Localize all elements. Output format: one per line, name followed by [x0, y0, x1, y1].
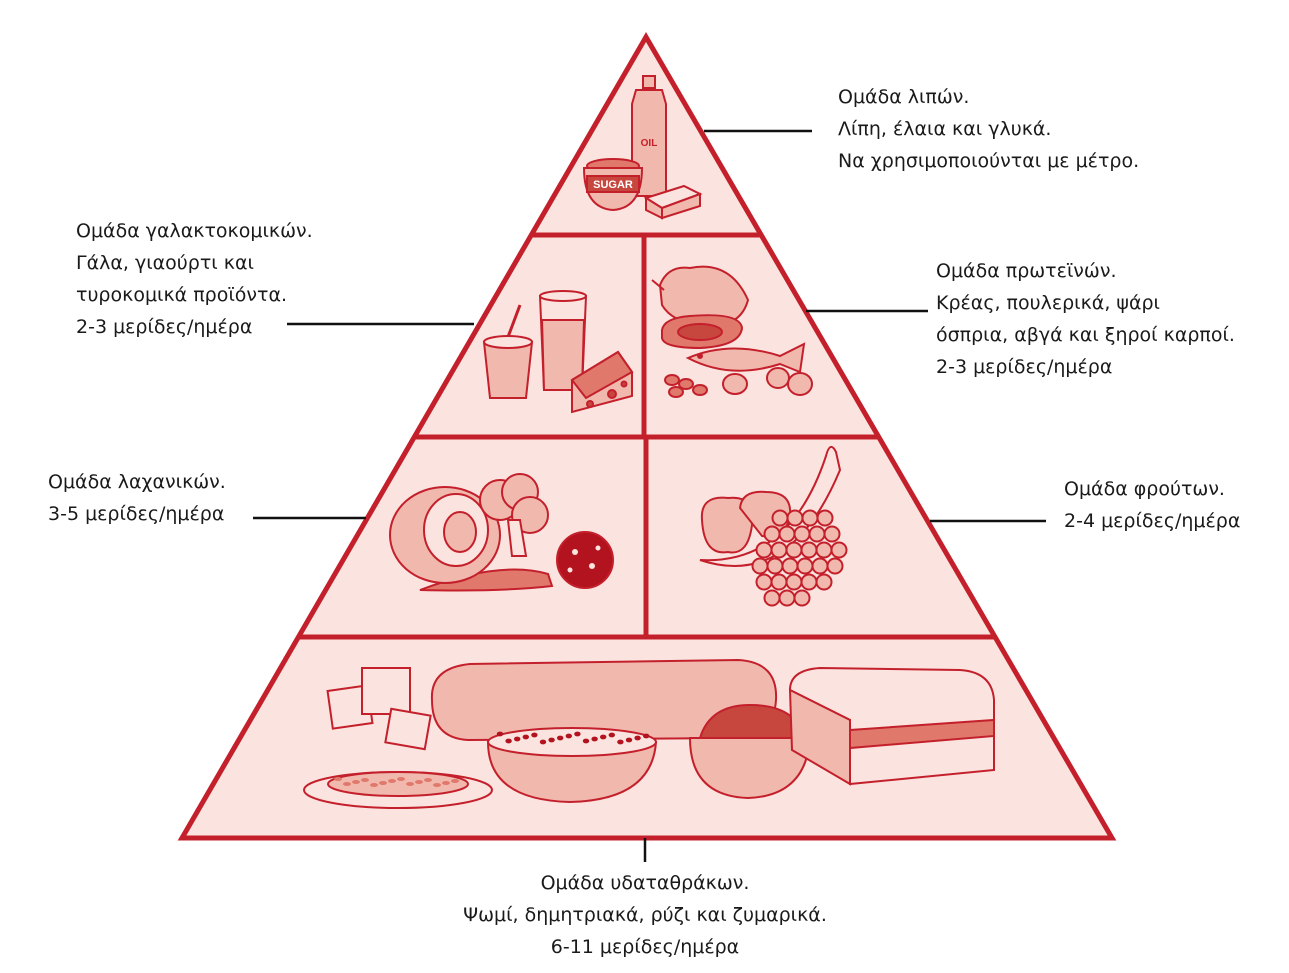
- grape: [795, 591, 810, 606]
- dairy-title: Ομάδα γαλακτοκομικών.: [76, 216, 313, 248]
- cereal-bit: [643, 734, 649, 739]
- grape: [825, 527, 840, 542]
- fruits-label: Ομάδα φρούτων. 2-4 μερίδες/ημέρα: [1064, 474, 1240, 538]
- protein-title: Ομάδα πρωτεϊνών.: [936, 256, 1235, 288]
- grape: [757, 543, 772, 558]
- vegetables-servings: 3-5 μερίδες/ημέρα: [48, 499, 226, 531]
- pasta-bit: [424, 778, 432, 782]
- grape: [787, 543, 802, 558]
- grape: [817, 575, 832, 590]
- grape: [832, 543, 847, 558]
- protein-servings: 2-3 μερίδες/ημέρα: [936, 352, 1235, 384]
- cereal-bit: [557, 736, 563, 741]
- vegetables-title: Ομάδα λαχανικών.: [48, 467, 226, 499]
- grape: [828, 559, 843, 574]
- pasta-bit: [442, 781, 450, 785]
- pasta-bit: [415, 780, 423, 784]
- dairy-servings: 2-3 μερίδες/ημέρα: [76, 312, 313, 344]
- carbs-servings: 6-11 μερίδες/ημέρα: [395, 932, 895, 964]
- grape: [803, 511, 818, 526]
- dairy-description-2: τυροκομικά προϊόντα.: [76, 280, 313, 312]
- grape: [810, 527, 825, 542]
- sugar-label: SUGAR: [593, 179, 633, 191]
- cereal-bit: [574, 732, 580, 737]
- carbs-label: Ομάδα υδαταθράκων. Ψωμί, δημητριακά, ρύζ…: [395, 868, 895, 964]
- cereal-bit: [591, 737, 597, 742]
- grape: [773, 511, 788, 526]
- grape: [772, 543, 787, 558]
- pasta-bit: [379, 781, 387, 785]
- pasta-bit: [334, 777, 342, 781]
- fats-advice: Να χρησιμοποιούνται με μέτρο.: [838, 146, 1139, 178]
- cereal-bit: [523, 735, 529, 740]
- cereal-bit: [531, 733, 537, 738]
- grape: [813, 559, 828, 574]
- protein-description-1: Κρέας, πουλερικά, ψάρι: [936, 288, 1235, 320]
- pasta-bit: [352, 780, 360, 784]
- meat-icon: [662, 315, 742, 348]
- grape: [765, 527, 780, 542]
- grape: [753, 559, 768, 574]
- fats-title: Ομάδα λιπών.: [838, 82, 1139, 114]
- dairy-label: Ομάδα γαλακτοκομικών. Γάλα, γιαούρτι και…: [76, 216, 313, 344]
- protein-label: Ομάδα πρωτεϊνών. Κρέας, πουλερικά, ψάρι …: [936, 256, 1235, 384]
- grape: [817, 543, 832, 558]
- cereal-bit: [617, 740, 623, 745]
- cereal-bit: [566, 734, 572, 739]
- cereal-bit: [497, 732, 503, 737]
- cereal-bit: [609, 733, 615, 738]
- protein-description-2: όσπρια, αβγά και ξηροί καρποί.: [936, 320, 1235, 352]
- oil-label: OIL: [641, 138, 658, 149]
- grape: [798, 559, 813, 574]
- grape: [783, 559, 798, 574]
- cereal-bit: [540, 740, 546, 745]
- pasta-plate-icon: [304, 772, 492, 808]
- cereal-bit: [634, 736, 640, 741]
- dairy-description-1: Γάλα, γιαούρτι και: [76, 248, 313, 280]
- cereal-bit: [548, 738, 554, 743]
- grape: [780, 527, 795, 542]
- grape: [765, 591, 780, 606]
- fats-description: Λίπη, έλαια και γλυκά.: [838, 114, 1139, 146]
- carbs-description: Ψωμί, δημητριακά, ρύζι και ζυμαρικά.: [395, 900, 895, 932]
- pasta-bit: [388, 779, 396, 783]
- pasta-bit: [397, 777, 405, 781]
- vegetables-label: Ομάδα λαχανικών. 3-5 μερίδες/ημέρα: [48, 467, 226, 531]
- carbs-title: Ομάδα υδαταθράκων.: [395, 868, 895, 900]
- pasta-bit: [370, 783, 378, 787]
- cereal-bit: [505, 739, 511, 744]
- grape: [818, 511, 833, 526]
- cereal-bit: [626, 738, 632, 743]
- cereal-bit: [514, 737, 520, 742]
- fats-label: Ομάδα λιπών. Λίπη, έλαια και γλυκά. Να χ…: [838, 82, 1139, 178]
- cereal-bit: [583, 739, 589, 744]
- pasta-bit: [451, 779, 459, 783]
- beet-icon: [557, 532, 613, 588]
- fruits-servings: 2-4 μερίδες/ημέρα: [1064, 506, 1240, 538]
- grape: [802, 543, 817, 558]
- grape: [788, 511, 803, 526]
- grape: [780, 591, 795, 606]
- grape: [787, 575, 802, 590]
- grape: [768, 559, 783, 574]
- pasta-bit: [406, 782, 414, 786]
- cereal-bit: [600, 735, 606, 740]
- fruits-title: Ομάδα φρούτων.: [1064, 474, 1240, 506]
- pasta-bit: [361, 778, 369, 782]
- sliced-bread-icon: [790, 668, 994, 784]
- grape: [757, 575, 772, 590]
- pasta-bit: [433, 783, 441, 787]
- pasta-bit: [343, 782, 351, 786]
- grape: [795, 527, 810, 542]
- grape: [802, 575, 817, 590]
- grape: [772, 575, 787, 590]
